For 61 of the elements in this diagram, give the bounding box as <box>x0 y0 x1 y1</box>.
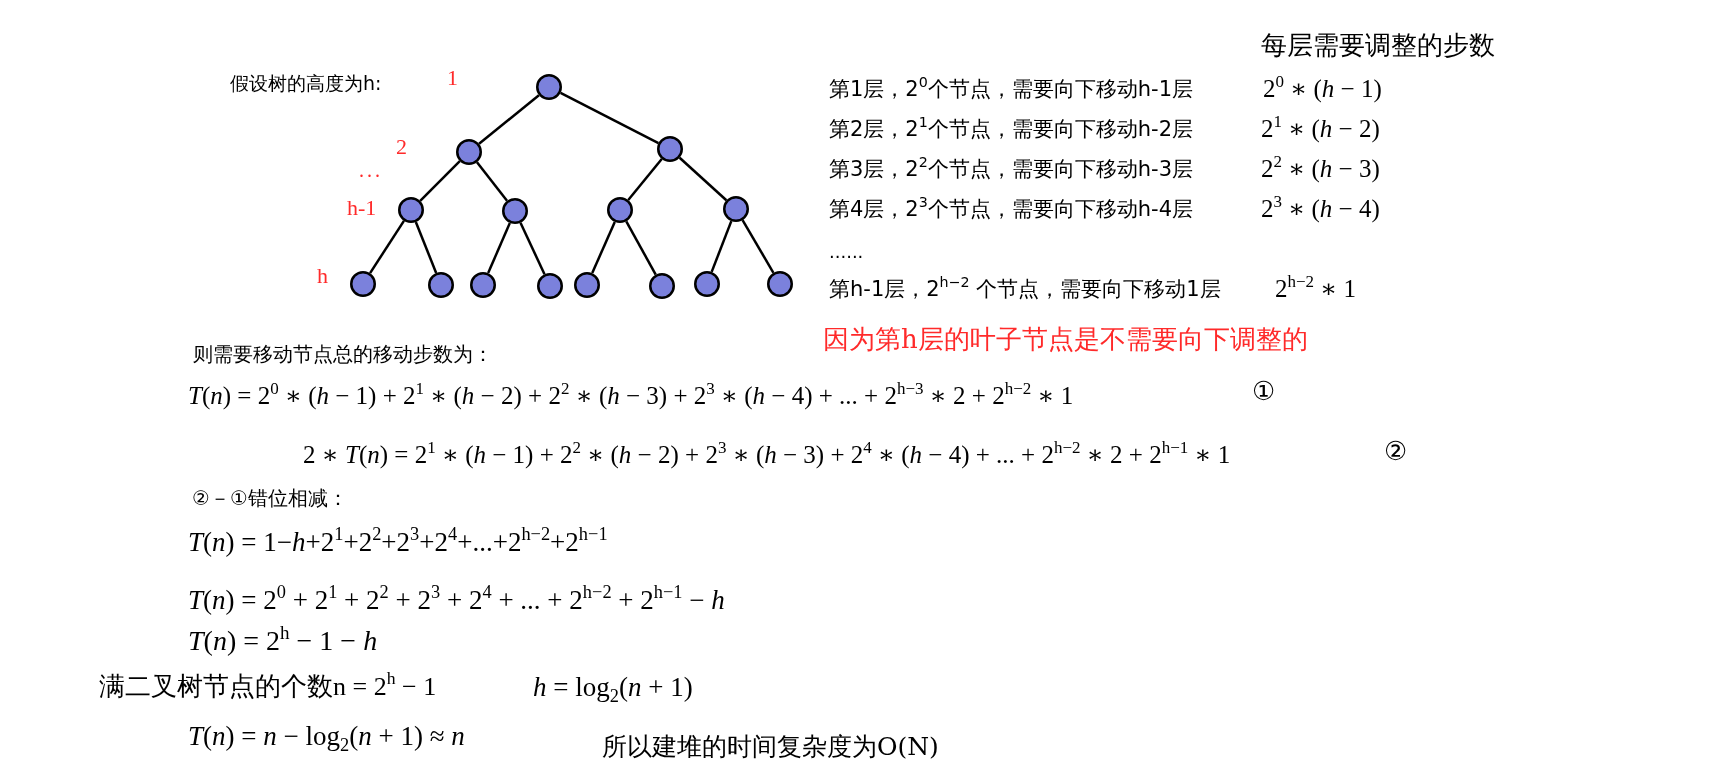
level-label: h-1 <box>347 194 377 222</box>
level-label: ... <box>359 158 383 182</box>
step-formula: 2$^{2}$ ∗ (h − 3) <box>1261 154 1380 184</box>
note-text: 因为第h层的叶子节点是不需要向下调整的 <box>823 324 1308 356</box>
equation: T(n) = 2$^{0}$ + 2$^{1}$ + 2$^{2}$ + 2$^{3}$ + 2$^{4}$ + ... + 2$^{h−2}$ + 2$^{h−1}$ − h <box>188 583 725 617</box>
step-formula: 2$^{h−2}$ ∗ 1 <box>1275 274 1357 304</box>
step-caption: ②－①错位相减： <box>192 486 348 510</box>
tree-node <box>723 196 749 222</box>
level-label: 1 <box>447 64 458 92</box>
tree-edge <box>591 221 616 274</box>
tree-node <box>470 272 496 298</box>
sum-caption: 则需要移动节点总的移动步数为： <box>193 342 493 366</box>
tree-node <box>502 198 528 224</box>
column-heading: 每层需要调整的步数 <box>1261 30 1495 62</box>
equation-number: ① <box>1252 376 1276 408</box>
tree-node <box>767 271 793 297</box>
level-description: 第1层，2$^{0}$个节点，需要向下移动h-1层 <box>829 77 1194 103</box>
equation-number: ② <box>1384 436 1408 468</box>
tree-node <box>694 271 720 297</box>
tree-edge <box>478 94 540 145</box>
level-label: 2 <box>396 133 407 161</box>
equation: 2 ∗ T(n) = 2$^{1}$ ∗ (h − 1) + 2$^{2}$ ∗ (h − 2) + 2$^{3}$ ∗ (h − 3) + 2$^{4}$ ∗ (h − 4) + ... + 2$^{h−2}$ ∗ 2 + 2$^{h−1}$ ∗ 1 <box>303 440 1231 470</box>
tree-edge <box>627 158 663 201</box>
step-formula: 2$^{1}$ ∗ (h − 2) <box>1261 114 1380 144</box>
tree-node <box>649 273 675 299</box>
tree-edge <box>710 220 733 273</box>
tree-edge <box>369 220 405 274</box>
tree-node <box>350 271 376 297</box>
tree-node <box>536 74 562 100</box>
step-formula: 2$^{0}$ ∗ (h − 1) <box>1263 74 1382 104</box>
tree-node <box>574 272 600 298</box>
equation: T(n) = 1−h+2$^{1}$+2$^{2}$+2$^{3}$+2$^{4}$+...+2$^{h−2}$+2$^{h−1}$ <box>188 525 608 559</box>
equation: T(n) = 2$^{h}$ − 1 − h <box>188 624 378 658</box>
level-description: 第2层，2$^{1}$个节点，需要向下移动h-2层 <box>829 117 1194 143</box>
level-description: 第4层，2$^{3}$个节点，需要向下移动h-4层 <box>829 197 1194 223</box>
tree-node <box>428 272 454 298</box>
tree-caption: 假设树的高度为h: <box>230 71 382 95</box>
tree-edge <box>625 220 657 276</box>
tree-node <box>537 273 563 299</box>
equation: h = log$_{2}$(n + 1) <box>533 670 693 704</box>
tree-edge <box>419 160 461 202</box>
tree-edge <box>476 161 508 202</box>
ellipsis-text: ...... <box>829 241 864 263</box>
equation: T(n) = 2$^{0}$ ∗ (h − 1) + 2$^{1}$ ∗ (h − 2) + 2$^{2}$ ∗ (h − 3) + 2$^{3}$ ∗ (h − 4) + ... + 2$^{h−3}$ ∗ 2 + 2$^{h−2}$ ∗ 1 <box>188 381 1074 411</box>
equation: T(n) = n − log$_{2}$(n + 1) ≈ n <box>188 719 465 753</box>
tree-node <box>398 197 424 223</box>
level-label: h <box>317 262 328 290</box>
level-description: 第3层，2$^{2}$个节点，需要向下移动h-3层 <box>829 157 1194 183</box>
tree-edge <box>519 222 546 275</box>
tree-node <box>456 139 482 165</box>
tree-edge <box>487 222 511 274</box>
equation: 满二叉树节点的个数n = 2$^{h}$ − 1 <box>99 671 437 703</box>
tree-edge <box>741 219 775 274</box>
tree-edge <box>678 156 728 202</box>
tree-node <box>607 197 633 223</box>
tree-edge <box>560 91 659 145</box>
tree-edge <box>414 221 438 274</box>
tree-node <box>657 136 683 162</box>
conclusion-text: 所以建堆的时间复杂度为O(N) <box>602 732 939 762</box>
step-formula: 2$^{3}$ ∗ (h − 4) <box>1261 194 1380 224</box>
level-description: 第h-1层，2$^{h−2}$ 个节点，需要向下移动1层 <box>829 277 1221 303</box>
